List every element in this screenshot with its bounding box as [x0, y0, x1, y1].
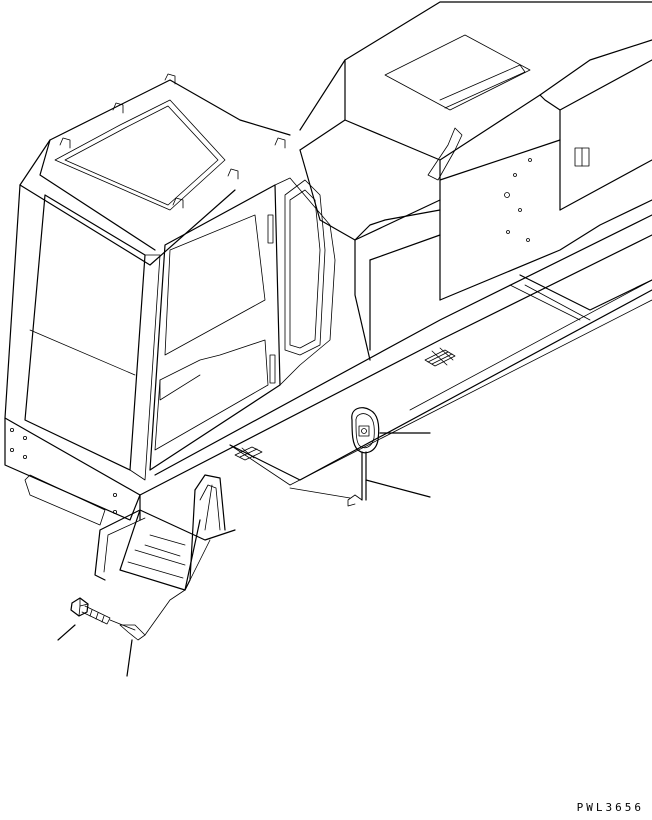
mirror-stay — [347, 451, 367, 507]
handrail-support — [204, 484, 213, 531]
cab — [4, 73, 291, 526]
handrail — [94, 474, 226, 591]
cab-door — [149, 177, 336, 471]
bracket-leader — [126, 639, 133, 677]
bolt — [70, 597, 111, 625]
mounting-bracket — [109, 619, 146, 641]
bracket-to-ladder-line — [144, 589, 186, 636]
rear-view-mirror — [351, 407, 380, 454]
upper-structure-cover — [299, 1, 652, 361]
leader-lines — [57, 432, 431, 677]
walkway-platform — [139, 214, 652, 521]
figure-id-label: PWL3656 — [576, 801, 644, 814]
bolt-leader — [57, 624, 76, 641]
stay-bracket-leader — [289, 487, 351, 499]
stay-leader — [365, 479, 431, 498]
